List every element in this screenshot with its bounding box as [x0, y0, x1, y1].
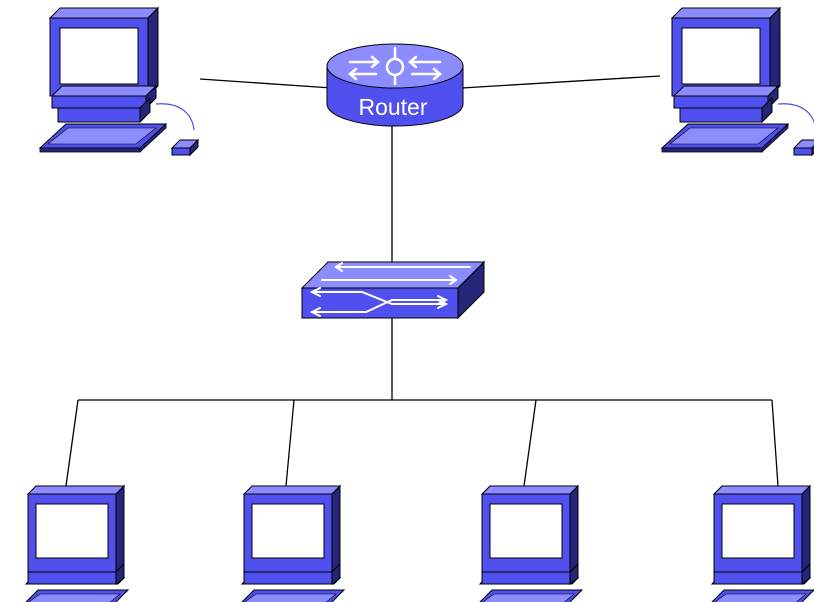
computer-bottom-1 [19, 485, 129, 602]
computer-bottom-3 [473, 485, 583, 602]
drop-computer-bottom-3 [523, 399, 537, 487]
drop-computer-bottom-4 [771, 399, 779, 487]
computer-top-right [661, 7, 814, 156]
connection-lines [65, 75, 779, 487]
router-label: Router [358, 94, 427, 120]
router-icon: Router [326, 43, 464, 127]
computer-bottom-2 [235, 485, 345, 602]
switch-icon [300, 260, 486, 320]
link-computer-top-left-router [199, 78, 333, 89]
link-router-computer-top-right [461, 75, 661, 89]
computer-top-left [39, 7, 199, 156]
drop-computer-bottom-2 [285, 399, 295, 487]
drop-computer-bottom-1 [65, 399, 79, 487]
computer-bottom-4 [705, 485, 814, 602]
